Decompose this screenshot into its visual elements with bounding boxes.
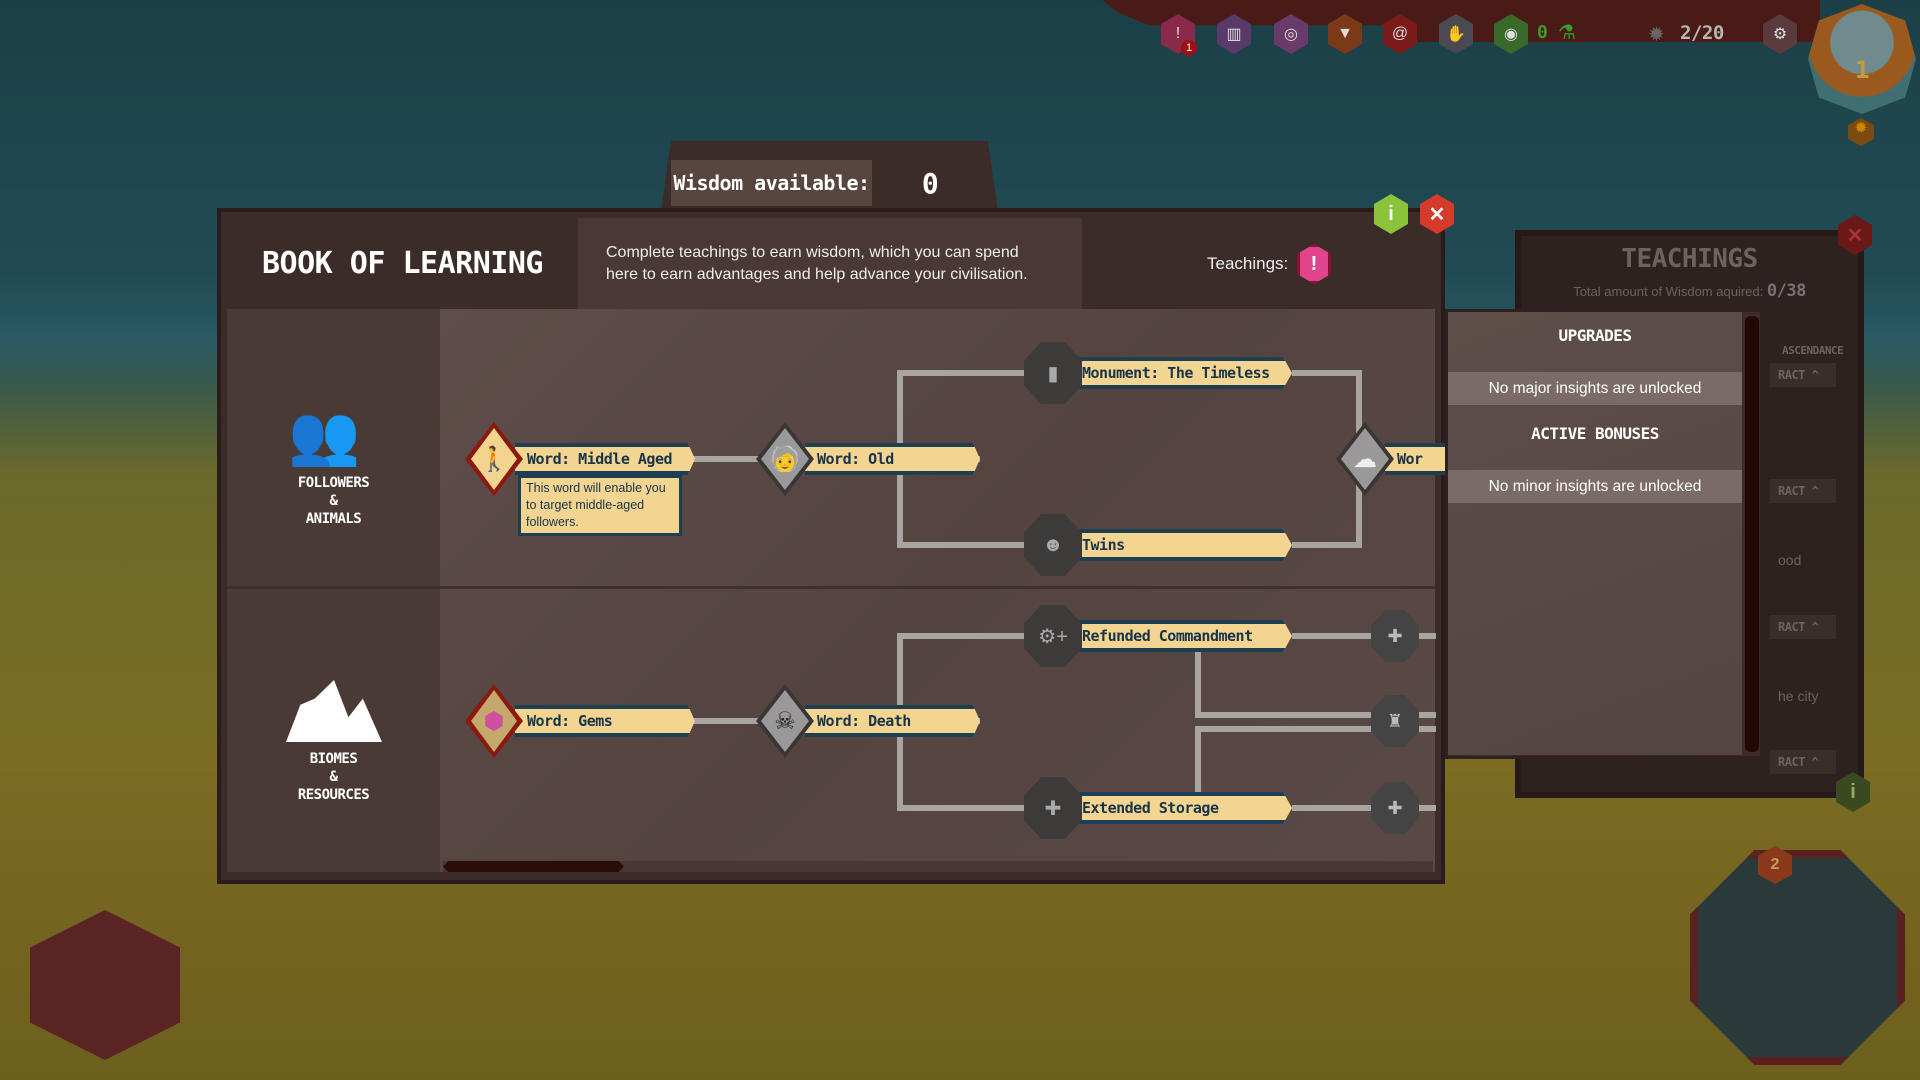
connector (1195, 633, 1436, 811)
sun-icon: ✹ (1648, 24, 1665, 46)
node-partial[interactable]: Wor (1385, 443, 1445, 475)
category-label: RESOURCES (297, 787, 370, 803)
node-monument-timeless[interactable]: Monument: The Timeless (1070, 357, 1292, 389)
node-extended-storage[interactable]: Extended Storage (1070, 792, 1292, 824)
category-column (227, 309, 440, 872)
wisdom-label: Wisdom available: (671, 160, 872, 206)
monument-icon[interactable]: ▮ (1024, 342, 1082, 404)
upgrades-title: UPGRADES (1558, 326, 1632, 345)
page-title: BOOK OF LEARNING (227, 218, 578, 309)
locked-upgrade-icon[interactable]: ✚ (1371, 782, 1419, 834)
sun-badge-icon[interactable]: ✹ (1848, 118, 1874, 146)
node-word-gems[interactable]: Word: Gems (515, 705, 695, 737)
active-bonuses-title: ACTIVE BONUSES (1531, 424, 1659, 443)
category-label: & (329, 769, 338, 785)
node-refunded-commandment[interactable]: Refunded Commandment (1070, 620, 1292, 652)
teaching-row[interactable]: RACT ^ (1770, 363, 1836, 387)
teaching-row[interactable]: RACT ^ (1770, 750, 1836, 774)
category-followers[interactable]: FOLLOWERS & ANIMALS (227, 474, 440, 528)
teaching-fragment: he city (1778, 688, 1819, 704)
god-powers-wheel[interactable] (30, 910, 180, 1060)
category-label: & (329, 493, 338, 509)
upgrades-scrollbar[interactable] (1745, 316, 1759, 752)
locked-upgrade-icon[interactable]: ✚ (1371, 610, 1419, 662)
row-divider (227, 586, 1435, 589)
emblem-value: 1 (1855, 56, 1869, 84)
teachings-label: Teachings: (1207, 254, 1289, 273)
resource-value: 0 (1537, 22, 1548, 43)
header-teachings-area (1082, 218, 1435, 309)
minor-insights-status: No minor insights are unlocked (1448, 470, 1742, 503)
followers-icon: 👥 (288, 403, 361, 468)
node-word-death[interactable]: Word: Death (805, 705, 980, 737)
major-insights-status: No major insights are unlocked (1448, 372, 1742, 405)
teaching-row[interactable]: RACT ^ (1770, 615, 1836, 639)
flask-icon: ⚗ (1558, 22, 1576, 44)
twins-icon[interactable]: ☻ (1024, 514, 1082, 576)
horizontal-scrollbar[interactable] (443, 861, 624, 872)
node-word-middle-aged[interactable]: Word: Middle Aged (515, 443, 695, 475)
category-label: ANIMALS (305, 511, 362, 527)
teachings-title: TEACHINGS (1621, 244, 1758, 274)
turn-counter: 2/20 (1680, 22, 1724, 44)
minimap[interactable] (1690, 850, 1905, 1065)
teaching-fragment: ood (1778, 552, 1802, 568)
category-label: FOLLOWERS (297, 475, 370, 491)
total-value: 0/38 (1766, 281, 1806, 301)
tab-ascendance[interactable]: ASCENDANCE (1782, 344, 1844, 357)
locked-tower-icon[interactable]: ♜ (1371, 695, 1419, 747)
category-label: BIOMES (309, 751, 358, 767)
category-biomes[interactable]: BIOMES & RESOURCES (227, 750, 440, 804)
horizontal-scroll-track[interactable] (443, 861, 1433, 872)
refunded-plus-icon[interactable]: ⚙+ (1024, 605, 1082, 667)
era-emblem[interactable]: 1 (1808, 4, 1916, 114)
node-twins[interactable]: Twins (1070, 529, 1292, 561)
storage-plus-icon[interactable]: ✚ (1024, 777, 1082, 839)
teachings-total: Total amount of Wisdom aquired: 0/38 (1515, 281, 1864, 301)
teaching-row[interactable]: RACT ^ (1770, 479, 1836, 503)
book-description: Complete teachings to earn wisdom, which… (578, 218, 1082, 309)
wisdom-value: 0 (872, 160, 988, 206)
total-label: Total amount of Wisdom aquired: (1573, 284, 1764, 299)
node-word-old[interactable]: Word: Old (805, 443, 980, 475)
alert-count-badge: 1 (1181, 40, 1197, 56)
skill-tree-area[interactable] (440, 309, 1435, 872)
tooltip: This word will enable you to target midd… (518, 475, 682, 536)
